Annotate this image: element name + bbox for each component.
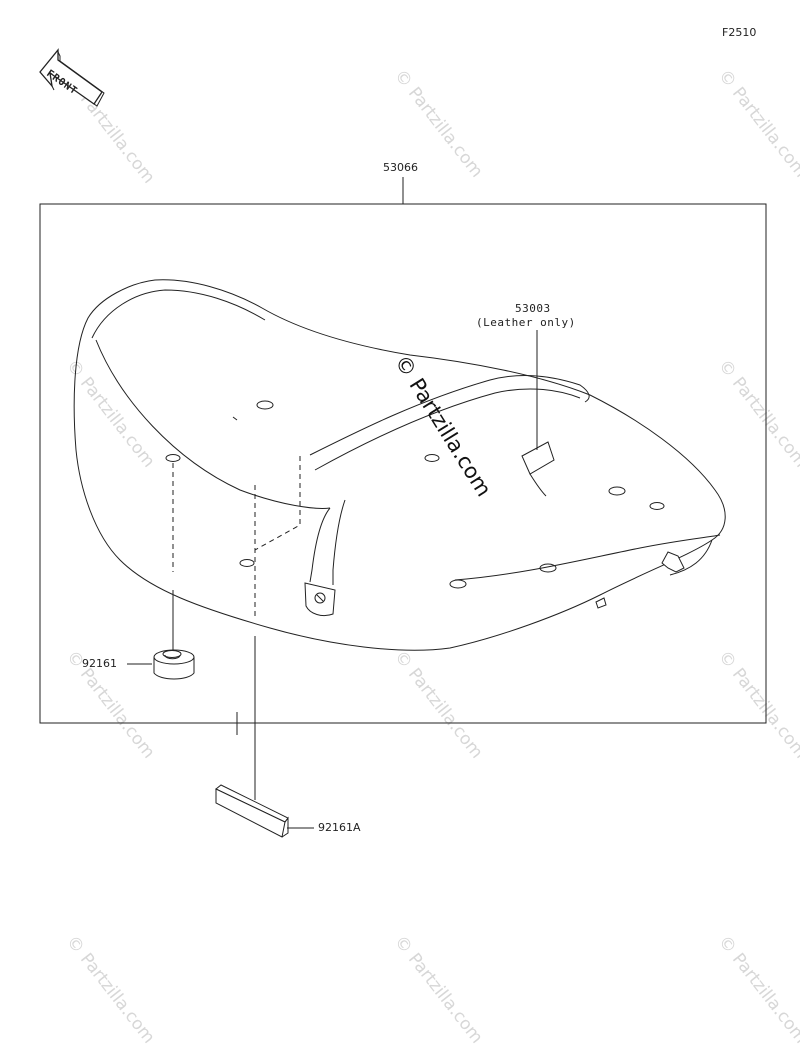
part-note-leather: (Leather only) bbox=[476, 316, 576, 329]
part-label-92161A: 92161A bbox=[318, 821, 361, 834]
figure-code: F2510 bbox=[722, 26, 757, 39]
part-label-53066: 53066 bbox=[383, 161, 418, 174]
block-part bbox=[215, 784, 289, 838]
damper-part bbox=[153, 649, 195, 680]
front-arrow-icon bbox=[39, 48, 105, 107]
part-label-92161: 92161 bbox=[82, 657, 117, 670]
leather-patch bbox=[521, 441, 555, 475]
seat-strap bbox=[309, 374, 590, 456]
seat-outline bbox=[73, 279, 726, 651]
assembly-frame bbox=[39, 203, 767, 724]
part-label-53003: 53003 bbox=[515, 302, 551, 315]
